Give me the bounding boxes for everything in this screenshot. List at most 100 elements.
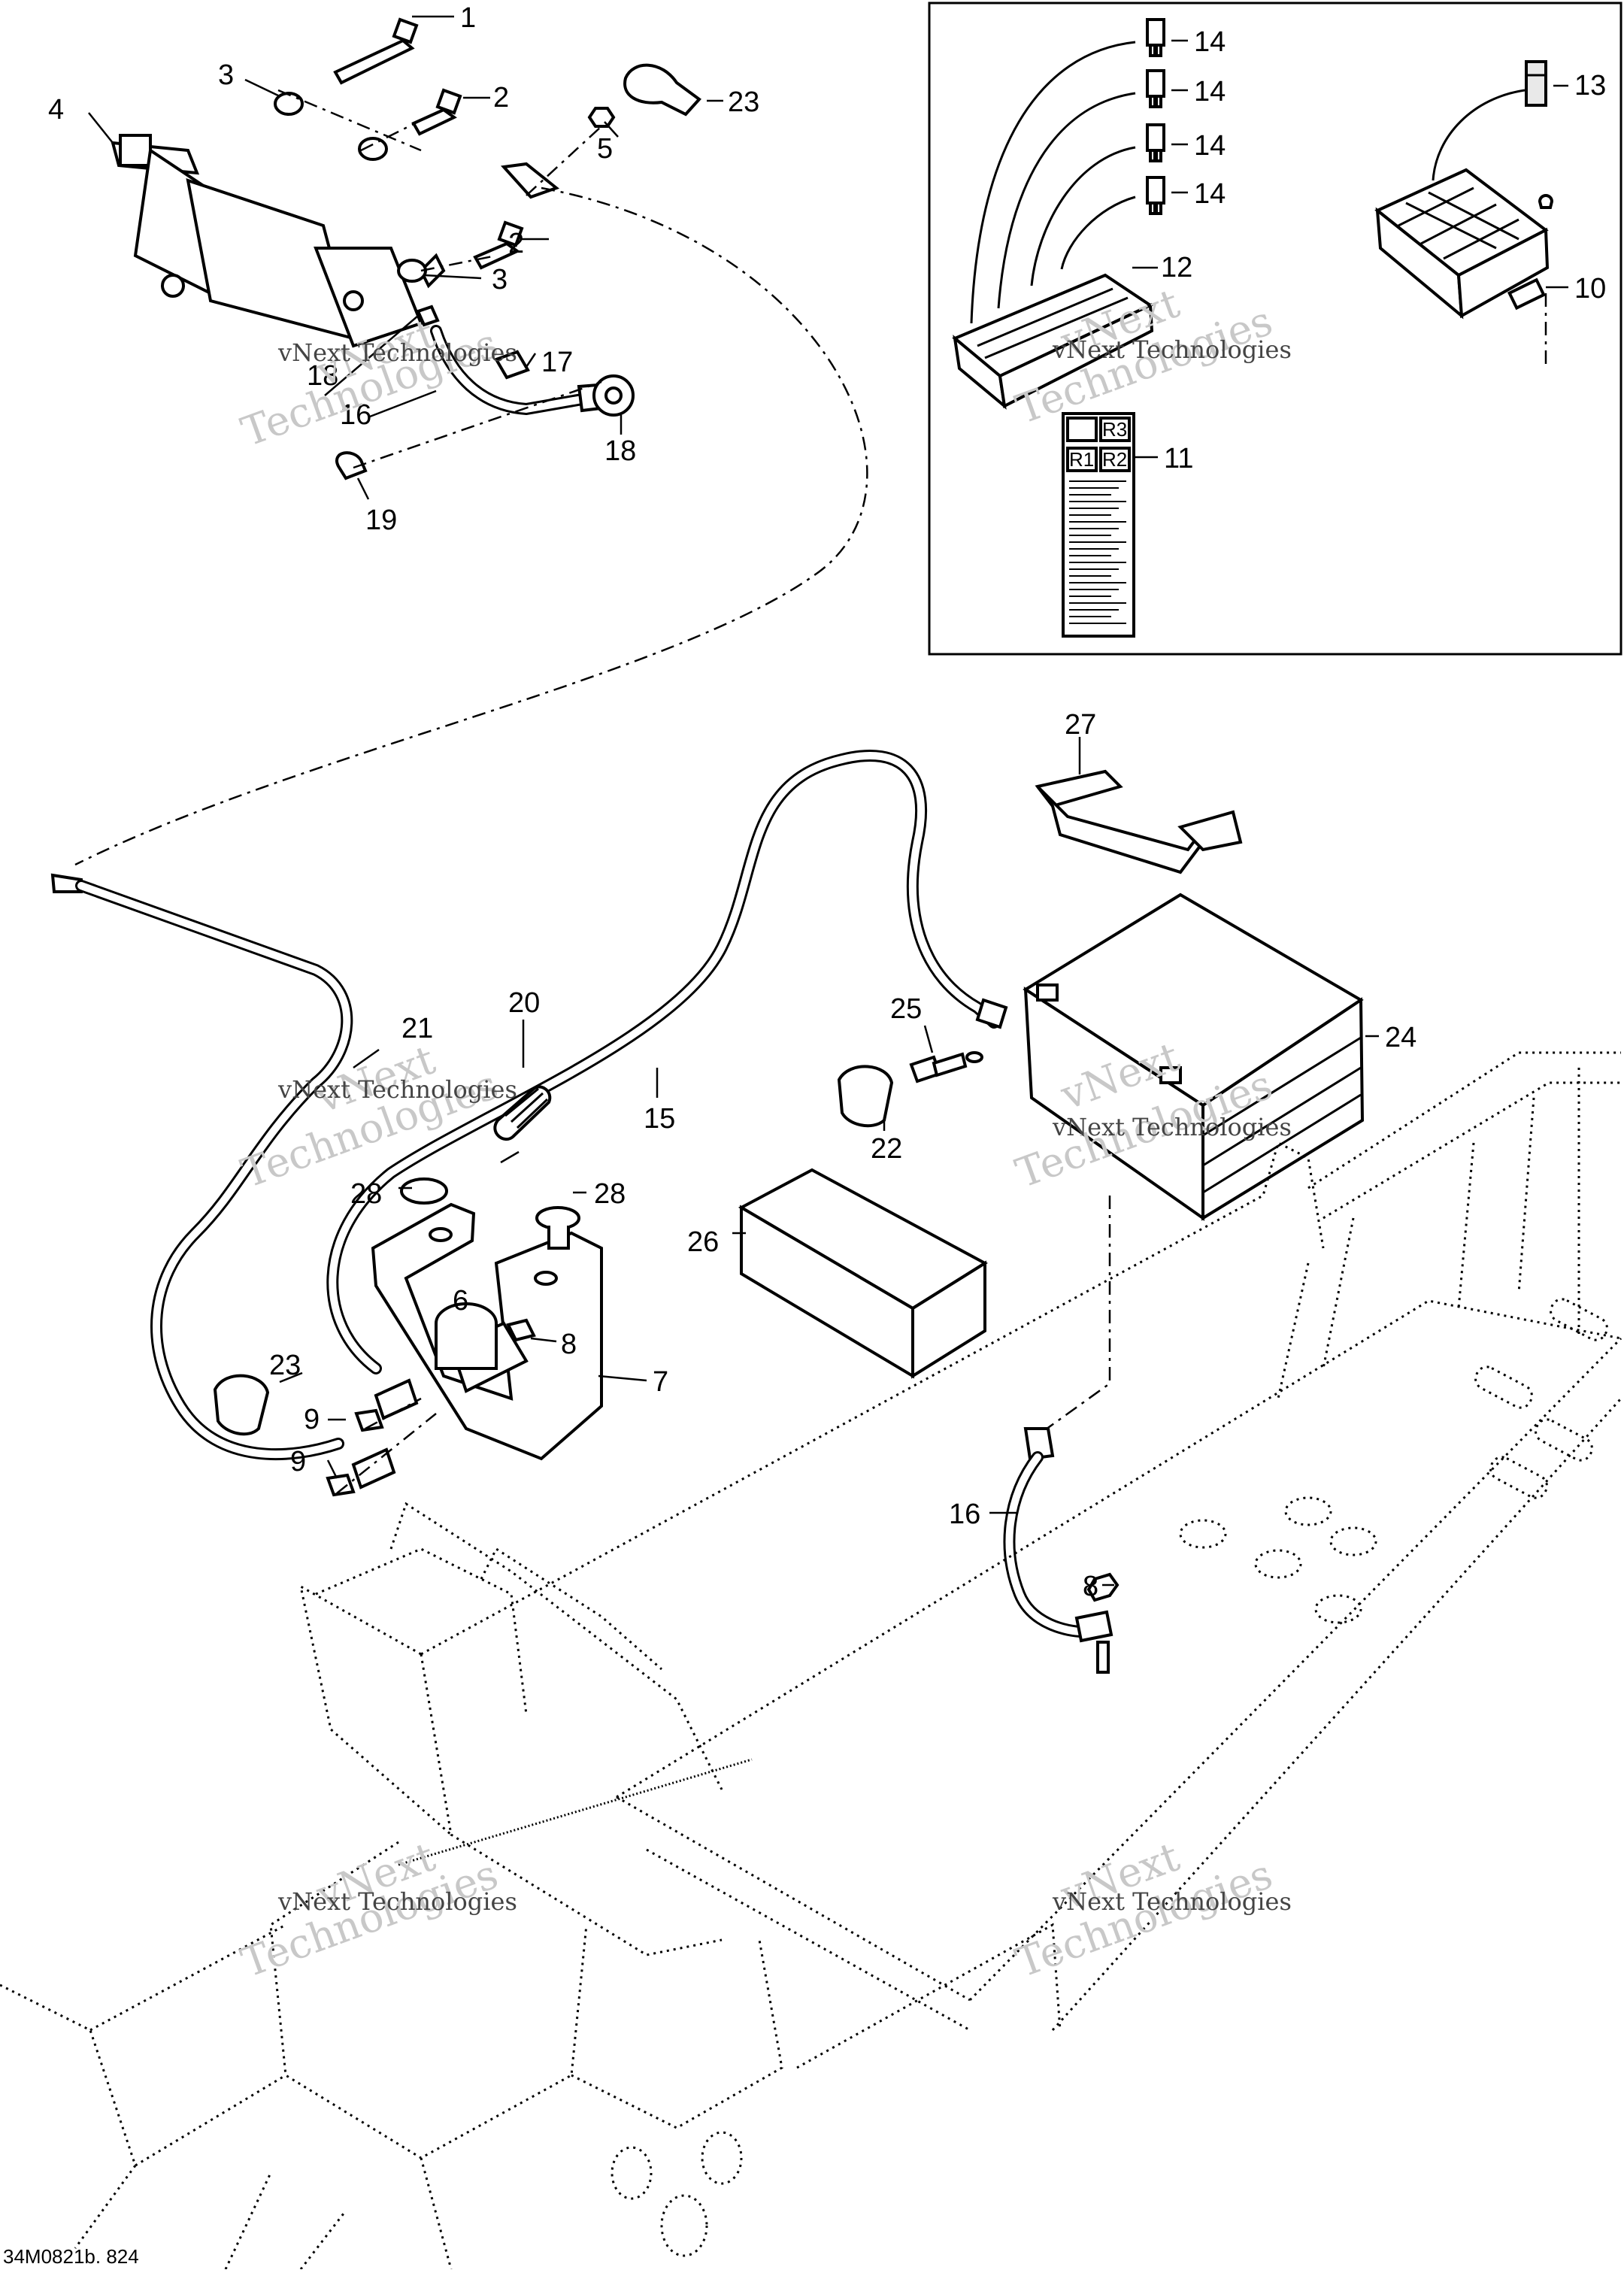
cable-21 bbox=[50, 873, 353, 1461]
callout-7: 7 bbox=[653, 1366, 668, 1398]
callout-14-d: 14 bbox=[1194, 178, 1226, 210]
callout-14-c: 14 bbox=[1194, 130, 1226, 162]
callout-28-upper: 28 bbox=[350, 1178, 382, 1210]
fuse-box-inset: R3 R1 R2 bbox=[928, 2, 1622, 656]
callout-4: 4 bbox=[48, 94, 64, 126]
ground-cable-16 bbox=[1003, 1427, 1113, 1674]
fuse-arrow-b bbox=[997, 92, 1136, 309]
washer-3-upper bbox=[274, 92, 304, 116]
relay-r2-label: R2 bbox=[1102, 448, 1127, 471]
connector-arrow bbox=[1432, 89, 1526, 181]
callout-23-upper: 23 bbox=[728, 86, 759, 118]
solenoid bbox=[435, 1302, 529, 1393]
svg-text:vNext Technologies: vNext Technologies bbox=[1052, 1113, 1292, 1141]
nut-5 bbox=[587, 107, 616, 128]
relay-r3-label: R3 bbox=[1102, 418, 1127, 441]
callout-13: 13 bbox=[1574, 70, 1606, 102]
solenoid-bracket bbox=[371, 1202, 603, 1461]
callout-27: 27 bbox=[1065, 709, 1096, 741]
nut-9-lower bbox=[326, 1473, 356, 1497]
cap-28-lower bbox=[535, 1206, 580, 1250]
starter-motor bbox=[111, 134, 446, 348]
callout-14-a: 14 bbox=[1194, 26, 1226, 58]
callout-24: 24 bbox=[1385, 1022, 1416, 1053]
svg-text:vNext Technologies: vNext Technologies bbox=[1052, 335, 1292, 364]
callout-17: 17 bbox=[541, 347, 573, 378]
callout-5: 5 bbox=[597, 133, 613, 165]
inset-frame bbox=[928, 2, 1622, 656]
callout-15: 15 bbox=[644, 1103, 675, 1135]
fuse-box-cover bbox=[952, 273, 1154, 410]
fuse-14-b bbox=[1146, 69, 1165, 108]
fuse-14-c bbox=[1146, 123, 1165, 162]
callout-10: 10 bbox=[1574, 273, 1606, 305]
battery-24 bbox=[1023, 893, 1365, 1221]
axis-2a bbox=[360, 119, 422, 152]
callout-23-lower: 23 bbox=[269, 1350, 301, 1381]
bolt-1 bbox=[333, 17, 419, 85]
fuse-label-lines bbox=[1069, 480, 1126, 624]
bolt-2-lower bbox=[473, 220, 524, 270]
callout-leaders bbox=[88, 15, 1568, 1587]
nut-8-upper bbox=[506, 1318, 536, 1342]
watermark-6: vNext Technologies vNext Technologies bbox=[1010, 1833, 1292, 1987]
svg-text:vNext Technologies: vNext Technologies bbox=[277, 1887, 517, 1916]
fuse-arrow-c bbox=[1030, 146, 1136, 286]
svg-text:vNext Technologies: vNext Technologies bbox=[1052, 1887, 1292, 1916]
figure-code: 34M0821b. 824 bbox=[3, 2245, 139, 2268]
cable-route-line bbox=[74, 186, 868, 866]
fuse-14-d bbox=[1146, 176, 1165, 215]
washer-4 bbox=[358, 137, 388, 161]
callout-14-b: 14 bbox=[1194, 76, 1226, 108]
callout-25: 25 bbox=[890, 993, 922, 1025]
terminal-lug-lower bbox=[351, 1447, 396, 1490]
relay-r1-label: R1 bbox=[1069, 448, 1094, 471]
callout-12: 12 bbox=[1161, 252, 1192, 283]
fuse-arrow-d bbox=[1060, 195, 1136, 270]
callout-22: 22 bbox=[871, 1133, 902, 1165]
nut-9-upper bbox=[354, 1408, 384, 1432]
watermark-5: vNext Technologies vNext Technologies bbox=[235, 1833, 517, 1987]
fuse-box-base bbox=[1374, 168, 1550, 320]
axis-2b bbox=[420, 254, 497, 272]
bolt-2-upper bbox=[411, 88, 462, 136]
boot-22 bbox=[837, 1065, 894, 1128]
bolt-19 bbox=[335, 451, 368, 480]
svg-text:vNext Technologies: vNext Technologies bbox=[277, 338, 517, 367]
callout-3-upper: 3 bbox=[218, 59, 234, 91]
terminal-lug-upper bbox=[374, 1378, 419, 1420]
callout-18-lower: 18 bbox=[604, 435, 636, 467]
fuse-box-connector bbox=[1525, 60, 1547, 107]
boot-23-lower bbox=[213, 1374, 270, 1436]
callout-9-upper: 9 bbox=[304, 1404, 320, 1435]
fuse-box-screw bbox=[1538, 194, 1554, 209]
callout-28-lower: 28 bbox=[594, 1178, 626, 1210]
callout-2-lower: 2 bbox=[508, 228, 524, 259]
svg-text:vNext Technologies: vNext Technologies bbox=[277, 1075, 517, 1104]
callout-6: 6 bbox=[453, 1285, 468, 1317]
fuse-14-a bbox=[1146, 18, 1165, 57]
callout-16-lower: 16 bbox=[949, 1499, 980, 1530]
bolt-17 bbox=[494, 350, 530, 380]
axis-1 bbox=[277, 89, 422, 152]
fuse-label-sheet: R3 R1 R2 bbox=[1062, 412, 1135, 638]
fuse-arrow-a bbox=[970, 41, 1136, 324]
callout-9-lower: 9 bbox=[290, 1446, 306, 1477]
axis-5 bbox=[526, 126, 602, 196]
callout-21: 21 bbox=[401, 1013, 433, 1044]
callout-16-upper: 16 bbox=[340, 399, 371, 431]
spring-20 bbox=[493, 1085, 552, 1141]
vehicle-frame bbox=[0, 1051, 1622, 2270]
starter-cable bbox=[416, 305, 635, 417]
callout-numbers: 1 2 2 3 3 4 5 23 17 18 16 18 19 14 14 14… bbox=[48, 2, 1606, 1602]
callout-26: 26 bbox=[687, 1226, 719, 1258]
callout-8-upper: 8 bbox=[561, 1329, 577, 1360]
callout-1: 1 bbox=[460, 2, 476, 34]
cable-15 bbox=[326, 750, 1008, 1374]
ground-route-line bbox=[1040, 1196, 1111, 1435]
battery-strap-27 bbox=[1035, 769, 1243, 874]
battery-pad-26 bbox=[738, 1168, 988, 1379]
bolt-25 bbox=[909, 1051, 983, 1083]
boot-23-upper bbox=[623, 63, 701, 117]
